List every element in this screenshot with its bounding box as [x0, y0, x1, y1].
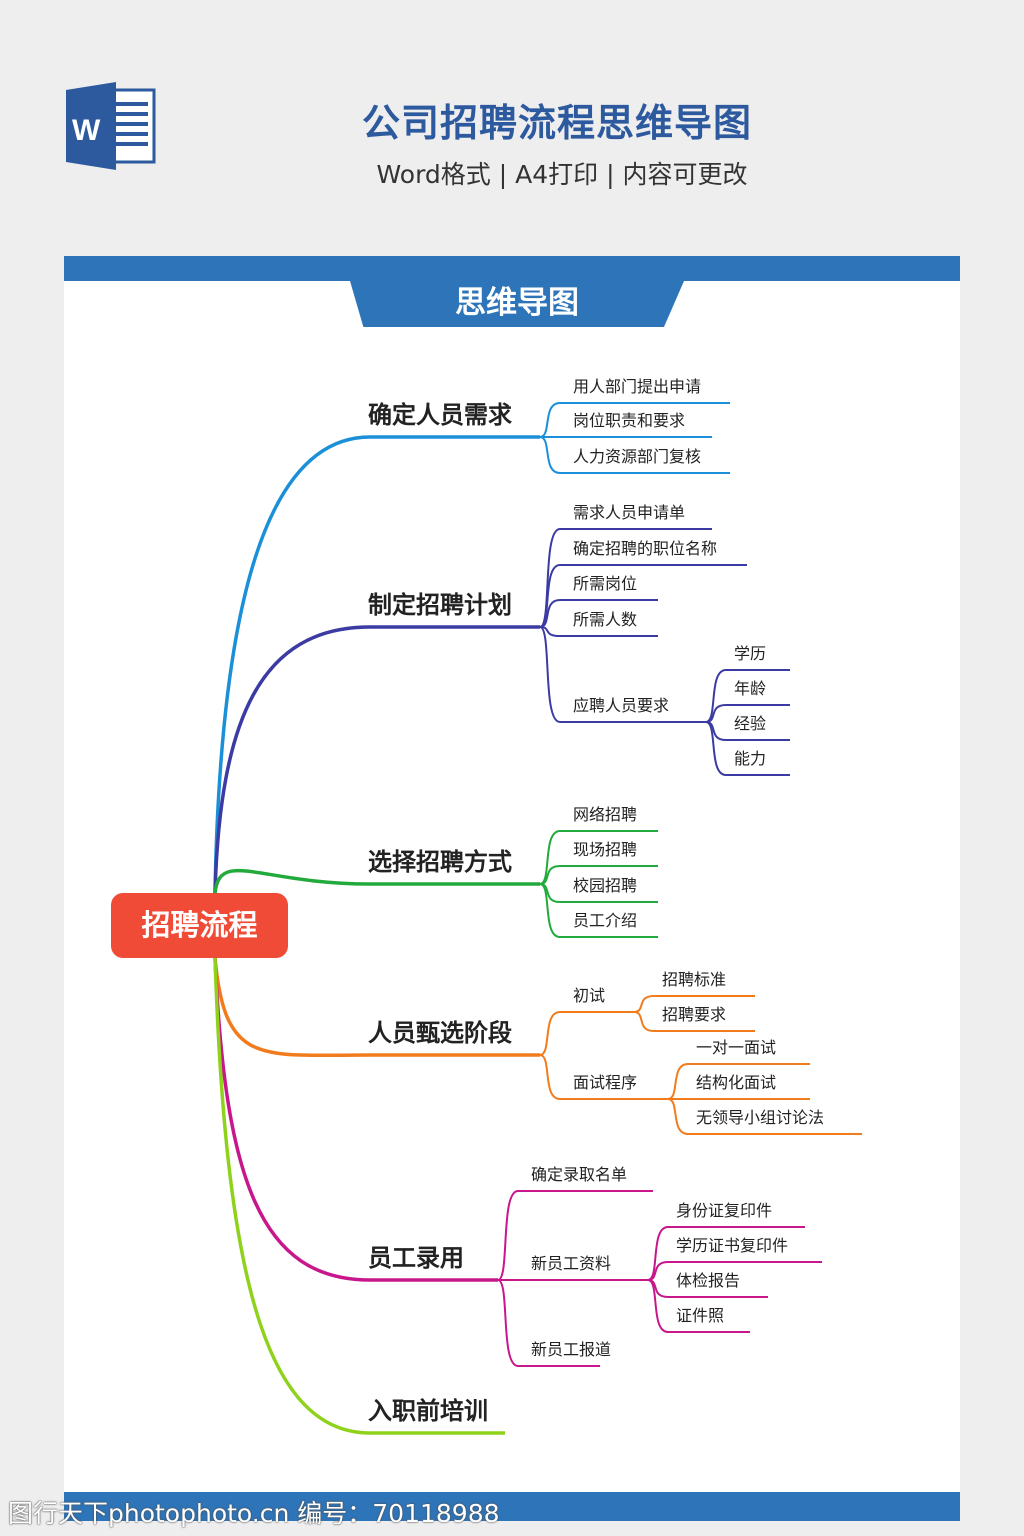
branch-line: [213, 957, 540, 1058]
subchild-label: 结构化面试: [696, 1073, 776, 1092]
connector-line: [705, 721, 727, 776]
branch-line: [213, 868, 540, 894]
branch-line: [213, 435, 540, 894]
branch-label: 员工录用: [368, 1244, 464, 1272]
connector-line: [497, 1190, 519, 1281]
watermark: 图行天下photophoto.cn 编号：70118988: [8, 1499, 500, 1528]
child-label: 用人部门提出申请: [573, 377, 701, 396]
subchild-label: 招聘标准: [662, 970, 726, 989]
word-document-icon: W: [64, 82, 156, 170]
branch-line: [213, 957, 505, 1435]
child-label: 确定录取名单: [531, 1165, 627, 1184]
branch-label: 人员甄选阶段: [368, 1019, 512, 1047]
connector-line: [633, 995, 655, 1013]
child-label: 新员工资料: [531, 1254, 611, 1273]
page-subtitle: Word格式 | A4打印 | 内容可更改: [376, 160, 748, 189]
connector-line: [539, 1054, 561, 1100]
connector-line: [539, 883, 561, 938]
subchild-label: 年龄: [734, 679, 766, 698]
child-label: 初试: [573, 986, 605, 1005]
page-title: 公司招聘流程思维导图: [361, 101, 752, 145]
branch-label: 确定人员需求: [368, 401, 512, 429]
child-label: 校园招聘: [573, 876, 637, 895]
connector-line: [647, 1226, 669, 1281]
connector-line: [539, 564, 561, 628]
child-label: 需求人员申请单: [573, 503, 685, 522]
branch-label: 选择招聘方式: [368, 848, 512, 876]
card-tab-title: 思维导图: [350, 281, 684, 327]
subchild-label: 无领导小组讨论法: [696, 1108, 824, 1127]
central-node: 招聘流程: [111, 893, 288, 958]
child-label: 现场招聘: [573, 840, 637, 859]
connector-line: [539, 436, 561, 474]
subchild-label: 身份证复印件: [676, 1201, 772, 1220]
connector-line: [539, 830, 561, 885]
subchild-label: 招聘要求: [662, 1005, 726, 1024]
child-label: 员工介绍: [573, 911, 637, 930]
child-label: 应聘人员要求: [573, 696, 669, 715]
subchild-label: 证件照: [676, 1306, 724, 1325]
svg-text:W: W: [72, 114, 101, 147]
branch-line: [213, 625, 540, 894]
subchild-label: 学历证书复印件: [676, 1236, 788, 1255]
connector-line: [633, 1011, 655, 1032]
child-label: 人力资源部门复核: [573, 447, 701, 466]
branch-label: 入职前培训: [368, 1397, 488, 1425]
connector-line: [497, 1279, 519, 1367]
subchild-label: 能力: [734, 749, 766, 768]
child-label: 网络招聘: [573, 805, 637, 824]
card-top-bar: [64, 256, 960, 281]
connector-line: [539, 402, 561, 438]
child-label: 面试程序: [573, 1073, 637, 1092]
connector-line: [705, 669, 727, 723]
child-label: 岗位职责和要求: [573, 411, 685, 430]
connector-line: [667, 1098, 689, 1135]
subchild-label: 一对一面试: [696, 1038, 776, 1057]
card-bottom-bar: [64, 1492, 960, 1521]
subchild-label: 经验: [734, 714, 766, 733]
branch-label: 制定招聘计划: [368, 591, 512, 619]
connector-line: [539, 1011, 561, 1056]
child-label: 所需人数: [573, 610, 637, 629]
subchild-label: 学历: [734, 644, 766, 663]
connector-line: [667, 1063, 689, 1100]
mindmap-card: 思维导图: [64, 256, 960, 1521]
child-label: 新员工报道: [531, 1340, 611, 1359]
connector-line: [539, 626, 561, 723]
child-label: 确定招聘的职位名称: [573, 539, 717, 558]
branch-line: [213, 957, 498, 1282]
connector-line: [647, 1279, 669, 1333]
child-label: 所需岗位: [573, 574, 637, 593]
subchild-label: 体检报告: [676, 1271, 740, 1290]
